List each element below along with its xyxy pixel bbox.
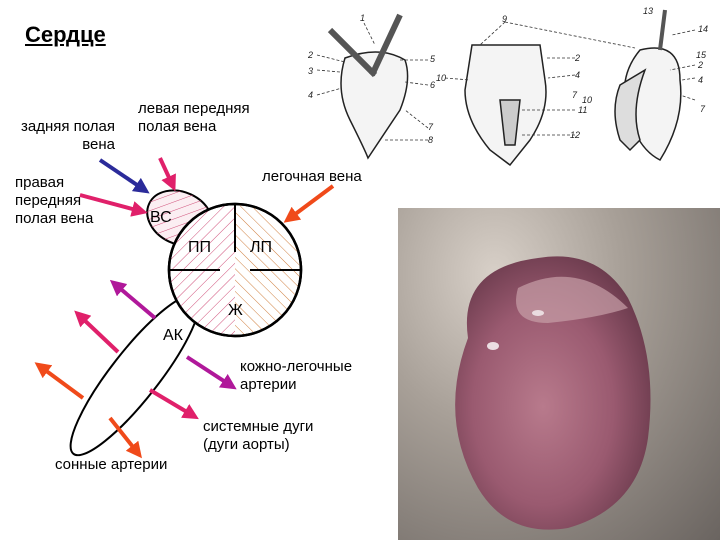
chamber-left-atrium: ЛП [250, 239, 272, 256]
chamber-right-atrium: ПП [188, 239, 211, 256]
arrow-posterior-vena-cava [98, 158, 150, 194]
label-posterior-vena-cava: задняя полая вена [20, 118, 115, 153]
heart-photo [398, 208, 720, 540]
svg-text:10: 10 [436, 73, 446, 83]
svg-text:5: 5 [430, 54, 436, 64]
arrow-systemic-left [74, 310, 120, 354]
label-cutaneous-pulmonary-arteries: кожно-легочные артерии [240, 358, 353, 393]
anatomy-drawing-ventral [327, 13, 409, 160]
label-carotid-arteries: сонные артерии [55, 456, 168, 473]
label-pulmonary-vein: легочная вена [262, 168, 362, 185]
chamber-ventricle: Ж [228, 302, 243, 319]
svg-text:2: 2 [307, 50, 313, 60]
svg-text:2: 2 [574, 53, 580, 63]
arrow-carotid-right [108, 416, 142, 459]
anatomy-drawing-dorsal [464, 44, 547, 167]
svg-text:6: 6 [430, 80, 435, 90]
svg-text:15: 15 [696, 50, 707, 60]
label-left-anterior-vena-cava: левая передняя полая вена [138, 100, 250, 135]
anatomy-drawing-lateral [614, 9, 682, 161]
svg-text:7: 7 [428, 122, 434, 132]
arrow-carotid-left [34, 362, 85, 400]
slide-title: Сердце [25, 22, 106, 47]
svg-text:3: 3 [308, 66, 313, 76]
anatomy-leaders [316, 21, 696, 141]
svg-text:7: 7 [572, 90, 578, 100]
svg-text:2: 2 [697, 60, 703, 70]
arrow-pulmonary-vein [283, 184, 335, 223]
svg-text:4: 4 [698, 75, 703, 85]
svg-text:9: 9 [502, 14, 507, 24]
arrow-systemic-right [148, 388, 199, 420]
svg-text:14: 14 [698, 24, 708, 34]
svg-text:4: 4 [575, 70, 580, 80]
svg-text:4: 4 [308, 90, 313, 100]
svg-text:10: 10 [582, 95, 592, 105]
svg-text:13: 13 [643, 6, 653, 16]
anatomy-numbers: 1 2 3 4 5 6 7 8 9 2 10 4 7 11 12 13 14 1… [307, 6, 708, 145]
arrow-cutaneous-pulmonary-right [185, 355, 237, 390]
svg-text:7: 7 [700, 104, 706, 114]
label-systemic-arches: системные дуги (дуги аорты) [203, 418, 314, 453]
label-right-anterior-vena-cava: правая передняя полая вена [15, 174, 94, 227]
chamber-conus: АК [163, 327, 184, 344]
svg-text:8: 8 [428, 135, 433, 145]
chamber-sinus: ВС [150, 209, 172, 226]
svg-text:1: 1 [360, 13, 365, 23]
svg-text:12: 12 [570, 130, 580, 140]
arrow-cutaneous-pulmonary-left [109, 279, 157, 320]
arrow-left-anterior-vena-cava [158, 157, 176, 192]
arrow-right-anterior-vena-cava [79, 193, 148, 217]
svg-text:11: 11 [578, 105, 587, 115]
